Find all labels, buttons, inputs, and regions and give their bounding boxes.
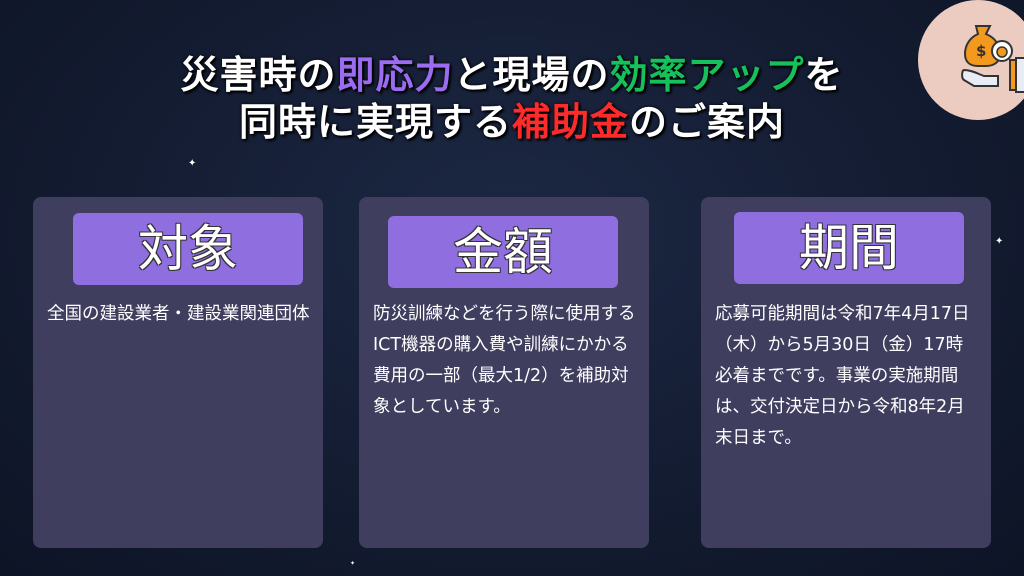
- star-icon: ✦: [188, 158, 197, 169]
- title-part: のご案内: [629, 100, 786, 144]
- title-part: と現場の: [453, 53, 610, 97]
- title-line-1: 災害時の即応力と現場の効率アップを: [0, 52, 1024, 99]
- card-period: 期間 応募可能期間は令和7年4月17日（木）から5月30日（金）17時必着までで…: [701, 197, 991, 548]
- star-icon: ✦: [350, 560, 356, 567]
- card-body: 防災訓練などを行う際に使用するICT機器の購入費や訓練にかかる費用の一部（最大1…: [373, 304, 636, 417]
- title-part: 災害時の: [180, 53, 337, 97]
- card-target: 対象 全国の建設業者・建設業関連団体: [33, 197, 323, 548]
- money-bag-hand-icon: $: [918, 0, 1024, 120]
- title-highlight: 効率アップ: [609, 53, 805, 97]
- card-label: 金額: [388, 216, 618, 288]
- card-amount: 金額 防災訓練などを行う際に使用するICT機器の購入費や訓練にかかる費用の一部（…: [359, 197, 649, 548]
- title-part: を: [804, 53, 844, 97]
- title-highlight: 補助金: [511, 100, 629, 144]
- card-body: 応募可能期間は令和7年4月17日（木）から5月30日（金）17時必着までです。事…: [715, 304, 970, 448]
- card-label: 期間: [734, 212, 964, 284]
- star-icon: ✦: [995, 236, 1004, 247]
- title-highlight: 即応力: [336, 53, 454, 97]
- title-part: 同時に実現する: [238, 100, 512, 144]
- svg-text:$: $: [976, 42, 986, 60]
- card-body: 全国の建設業者・建設業関連団体: [47, 304, 310, 324]
- title-line-2: 同時に実現する補助金のご案内: [0, 99, 1024, 146]
- card-label: 対象: [73, 213, 303, 285]
- page-title: 災害時の即応力と現場の効率アップを 同時に実現する補助金のご案内: [0, 52, 1024, 146]
